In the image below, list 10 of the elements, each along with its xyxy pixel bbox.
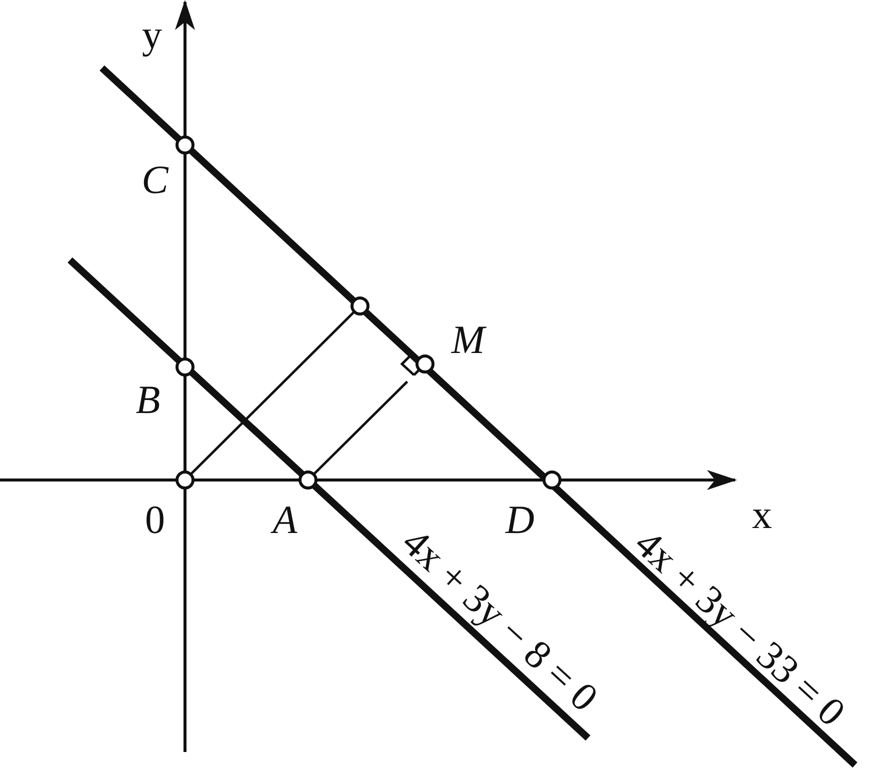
point-label: C [142,160,168,200]
axis-label: x [752,495,772,535]
segment [190,311,354,475]
point-label: M [451,320,485,360]
point-label: 0 [145,500,165,540]
point-label: D [506,500,534,540]
axis-label: y [142,15,162,55]
point-label: A [272,500,298,540]
segment [314,380,408,475]
point-label: B [136,380,160,420]
